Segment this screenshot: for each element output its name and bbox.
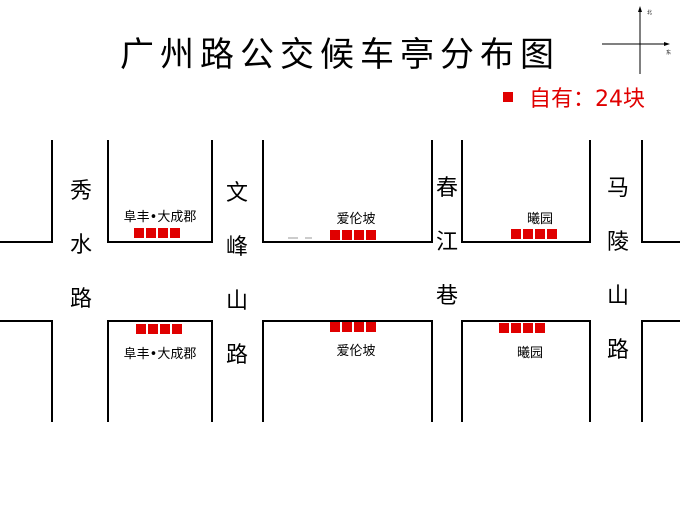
area-label-north-xiyuan: 曦园: [526, 212, 553, 227]
block-edge-south-3: [461, 320, 591, 422]
bus-shelter-marker: [170, 228, 180, 238]
road-label-malingshan: 马陵山路: [606, 176, 629, 363]
map-title: 广州路公交候车亭分布图: [120, 35, 560, 75]
bus-shelter-marker: [330, 230, 340, 240]
bus-stops-south-dachengjun: [136, 324, 182, 334]
bus-shelter-marker: [342, 230, 352, 240]
area-label-north-dachengjun: 阜丰•大成郡: [123, 210, 197, 225]
bus-shelter-marker: [136, 324, 146, 334]
bus-shelter-marker: [134, 228, 144, 238]
bus-shelter-marker: [330, 322, 340, 332]
block-edge-south-2: [262, 320, 433, 422]
street-edge-se: [641, 320, 680, 422]
area-label-north-ailunpo: 爱伦坡: [336, 212, 376, 227]
bus-shelter-marker: [547, 229, 557, 239]
legend: 自有：24块: [503, 84, 645, 112]
legend-label: 自有：24块: [529, 87, 645, 112]
area-label-south-ailunpo: 爱伦坡: [336, 344, 376, 359]
bus-shelter-marker: [146, 228, 156, 238]
bus-stops-north-dachengjun: [134, 228, 180, 238]
bus-shelter-marker: [354, 230, 364, 240]
street-edge-nw: [0, 140, 53, 243]
bus-shelter-marker: [158, 228, 168, 238]
bus-shelter-marker: [499, 323, 509, 333]
block-edge-south-1: [107, 320, 213, 422]
street-edge-sw: [0, 320, 53, 422]
bus-stops-south-xiyuan: [499, 323, 545, 333]
road-label-wenfengshan: 文峰山路: [225, 181, 248, 368]
bus-shelter-marker: [172, 324, 182, 334]
bus-stops-south-ailunpo: [330, 322, 376, 332]
block-edge-north-3: [461, 140, 591, 243]
bus-shelter-marker: [511, 323, 521, 333]
bus-shelter-marker: [523, 229, 533, 239]
road-label-xiushui: 秀水路: [69, 179, 92, 312]
legend-swatch: [503, 92, 513, 102]
bus-shelter-marker: [535, 229, 545, 239]
street-edge-ne: [641, 140, 680, 243]
bus-shelter-marker: [366, 230, 376, 240]
bus-shelter-marker: [535, 323, 545, 333]
bus-stops-north-ailunpo: [330, 230, 376, 240]
bus-stops-north-xiyuan: [511, 229, 557, 239]
area-label-south-dachengjun: 阜丰•大成郡: [123, 347, 197, 362]
compass-icon: 北 东: [602, 6, 671, 74]
road-label-chunjiang: 春江巷: [435, 176, 458, 309]
bus-shelter-marker: [523, 323, 533, 333]
area-label-south-xiyuan: 曦园: [516, 346, 543, 361]
bus-shelter-marker: [511, 229, 521, 239]
bus-shelter-marker: [148, 324, 158, 334]
block-edge-north-2: [262, 140, 433, 243]
compass-north-label: 北: [647, 9, 652, 16]
bus-shelter-marker: [160, 324, 170, 334]
bus-shelter-marker: [366, 322, 376, 332]
bus-shelter-marker: [354, 322, 364, 332]
compass-east-label: 东: [666, 49, 671, 56]
bus-shelter-marker: [342, 322, 352, 332]
block-edge-north-1: [107, 140, 213, 243]
